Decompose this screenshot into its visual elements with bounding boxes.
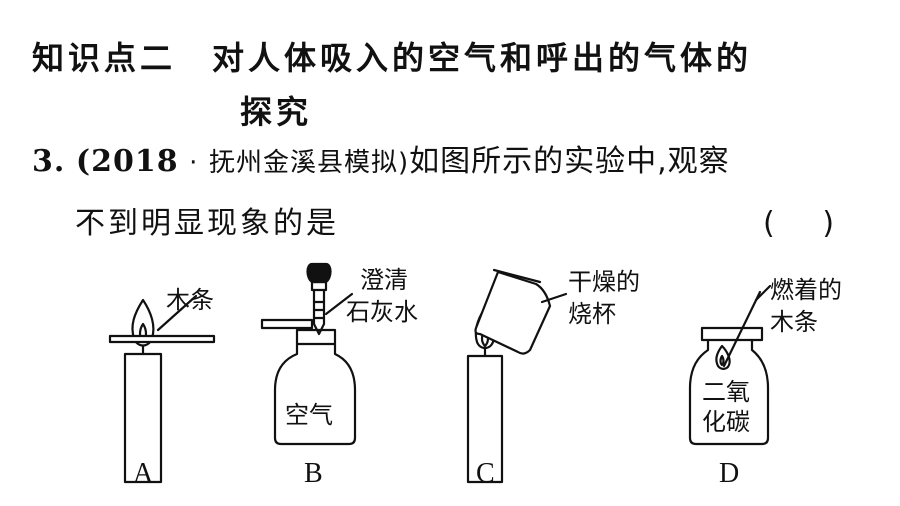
- figure-c: [466, 268, 568, 484]
- leader-line-b: [324, 292, 354, 316]
- label-limewater-2: 石灰水: [346, 298, 418, 326]
- dropper-tube: [312, 288, 326, 336]
- option-d-label: D: [719, 458, 739, 489]
- figure-b: [260, 262, 357, 446]
- section-title-continued: 探究: [240, 92, 312, 132]
- experiment-figures: 木条 澄清 石灰水 空气 干燥的 烧杯 燃着的 木条 二氧 化碳 A B C D: [108, 262, 842, 489]
- label-dry-beaker-2: 烧杯: [568, 300, 616, 328]
- option-a-label: A: [133, 458, 154, 489]
- section-label: 知识点二: [32, 39, 177, 77]
- option-b-label: B: [304, 458, 323, 489]
- question-source-year: (2018: [75, 144, 179, 179]
- section-heading: 知识点二对人体吸入的空气和呼出的气体的: [32, 38, 752, 78]
- section-title: 对人体吸入的空气和呼出的气体的: [212, 39, 753, 77]
- question-source-dot: ·: [189, 148, 199, 178]
- flame-d-inner-icon: [719, 354, 725, 367]
- flame-d-icon: [715, 344, 731, 370]
- label-co2-1: 二氧: [702, 378, 750, 406]
- label-stick-a: 木条: [166, 286, 214, 314]
- label-limewater-1: 澄清: [360, 266, 408, 294]
- wooden-stick-a: [108, 334, 216, 344]
- label-co2-2: 化碳: [702, 408, 750, 436]
- figure-a: [108, 294, 216, 484]
- dropper-bulb-icon: [306, 262, 332, 284]
- answer-blank: ( ): [763, 206, 835, 241]
- jar-body-d: [688, 338, 770, 446]
- figure-d: [688, 284, 772, 446]
- question-text-line1: 如图所示的实验中,观察: [409, 144, 730, 179]
- label-air: 空气: [285, 401, 333, 429]
- question-stem-line2: 不到明显现象的是: [75, 205, 339, 243]
- question-stem-line1: 3. (2018 · 抚州金溪县模拟)如图所示的实验中,观察: [32, 143, 730, 182]
- dropper-collar: [310, 280, 328, 292]
- question-text-line2: 不到明显现象的是: [75, 206, 339, 241]
- label-burning-stick-2: 木条: [770, 308, 818, 336]
- section-title-line2: 探究: [240, 93, 313, 131]
- jar-body-b: [273, 342, 357, 446]
- glass-plate-b: [260, 318, 314, 330]
- leader-line-c: [540, 292, 568, 304]
- label-burning-stick-1: 燃着的: [770, 276, 842, 304]
- beaker-rim-c: [492, 268, 542, 284]
- leader-line-a: [156, 294, 198, 332]
- question-number: 3.: [32, 144, 66, 179]
- dry-beaker-c: [474, 270, 552, 355]
- leader-line-d: [754, 284, 772, 302]
- option-c-label: C: [476, 458, 495, 489]
- question-source-place: 抚州金溪县模拟): [208, 148, 410, 178]
- flame-a-icon: [131, 298, 155, 347]
- jar-mouth-d: [700, 326, 764, 342]
- burning-stick-d: [722, 290, 762, 368]
- label-dry-beaker-1: 干燥的: [568, 268, 640, 296]
- jar-mouth-b: [295, 328, 337, 346]
